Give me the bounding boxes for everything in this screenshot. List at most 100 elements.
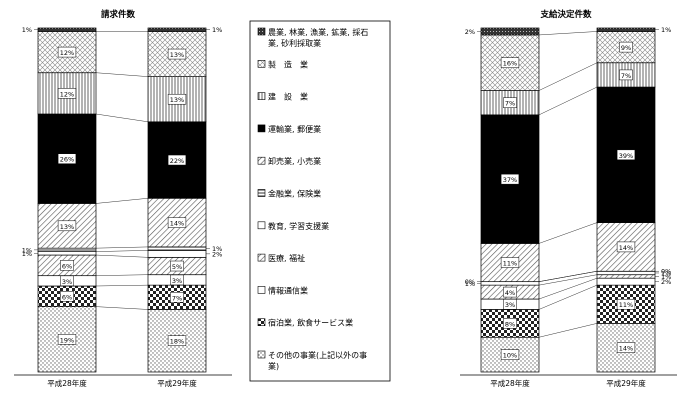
connector-line [95,274,149,276]
data-label-box [616,298,636,310]
data-label: 19% [60,336,74,344]
legend-label: 建 設 業 [268,92,308,102]
data-label: 1% [465,280,475,288]
data-label: 18% [170,338,184,346]
chart-1: 請求件数19%6%3%6%1%1%13%26%12%12%1%平成28年度18%… [14,9,232,388]
bar-segment [596,27,656,32]
data-label: 1% [661,273,671,281]
chart-title: 支給決定件数 [539,9,592,20]
data-label-box [619,69,633,81]
legend-label: 卸売業, 小売業 [268,156,321,166]
connector-line [538,62,598,91]
data-label: 2% [212,250,222,258]
connector-line [95,306,149,310]
connector-line [538,277,598,300]
data-label-box [503,318,517,329]
connector-line [95,198,149,204]
legend-swatch [257,189,266,197]
legend-label: 宿泊業, 飲食サービス業 [268,318,353,328]
data-label-box [500,257,520,268]
data-label-box [616,149,636,161]
data-label: 1% [212,26,222,34]
chart-title: 請求件数 [101,9,136,20]
connector-line [95,246,149,249]
connector-line [538,284,598,310]
data-label: 37% [503,176,517,184]
data-label: 3% [505,301,515,309]
connector-line [538,323,598,338]
bar-segment [37,251,97,256]
data-label: 7% [172,294,182,302]
bar-segment [37,203,97,249]
connector-line [95,72,149,77]
connector-line [538,271,598,282]
bar-segment [37,27,97,32]
bar-segment [596,277,656,286]
bar-segment [147,246,207,251]
bar-segment [480,281,540,286]
bar-segment [147,27,207,32]
legend-label: その他の事業(上記以外の事 [268,350,367,360]
legend-swatch [257,124,266,133]
legend-label: 金融業, 保険業 [268,189,321,199]
data-label: 5% [172,263,182,271]
category-label: 平成29年度 [157,378,197,388]
data-label: 6% [62,262,72,270]
legend-swatch [257,92,266,100]
legend-label: 運輸業, 郵便業 [268,124,321,134]
data-label-box [170,260,184,272]
legend-frame [249,20,391,382]
data-label: 2% [661,278,671,286]
bar-segment [480,27,540,36]
data-label: 2% [465,28,475,36]
connector-line [538,274,598,286]
legend-label: 医療, 福祉 [268,253,305,263]
data-label: 1% [212,245,222,253]
data-label: 1% [22,26,32,34]
legend-label: 情報通信業 [268,285,308,295]
data-label: 11% [503,260,517,268]
data-label: 16% [503,60,517,68]
data-label: 0% [661,268,671,276]
data-label: 1% [661,26,671,34]
connector-line [95,113,149,123]
legend-swatch [257,221,266,230]
data-label-box [500,173,520,185]
data-label: 13% [60,223,74,231]
connector-line [538,31,598,36]
legend-swatch [257,318,266,327]
category-label: 平成28年度 [490,378,530,388]
data-label-box [57,153,77,164]
legend-label: 農業, 林業, 漁業, 鉱業, 採石 [268,27,368,37]
data-label-box [167,154,187,166]
data-label: 11% [619,301,633,309]
legend-swatch [257,59,266,68]
data-label: 4% [505,289,515,297]
data-label: 1% [22,250,32,258]
category-label: 平成29年度 [606,378,646,388]
data-label-box [57,334,77,345]
category-label: 平成28年度 [47,378,87,388]
legend-swatch [257,156,266,165]
data-label-box [60,260,74,271]
connector-line [95,250,149,252]
data-label: 39% [619,152,633,160]
data-label-box [167,335,187,346]
legend-label: 業, 砂利採取業 [268,38,321,48]
data-label-box [170,292,184,303]
data-label-box [616,342,636,353]
data-label-box [619,41,633,53]
legend-swatch [257,286,266,294]
data-label: 14% [619,345,633,353]
data-label-box [500,349,520,360]
data-label: 12% [60,49,74,57]
bar-segment [147,250,207,258]
legend-label: 業) [268,361,279,371]
bar-segment [596,270,656,276]
data-label: 1% [22,246,32,254]
data-label: 7% [621,72,631,80]
data-label: 1% [661,269,671,277]
data-label: 22% [170,157,184,165]
data-label-box [60,291,74,302]
data-label-box [57,220,77,232]
